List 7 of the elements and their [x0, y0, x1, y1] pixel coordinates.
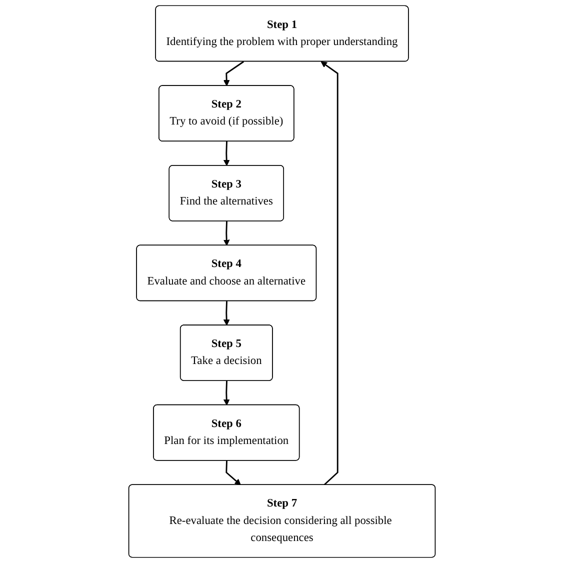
arrow [226, 460, 241, 486]
arrow [223, 221, 230, 246]
arrow [223, 141, 230, 166]
arrow [223, 301, 230, 326]
arrow [223, 61, 244, 86]
arrow [320, 61, 338, 486]
arrow [223, 380, 230, 406]
